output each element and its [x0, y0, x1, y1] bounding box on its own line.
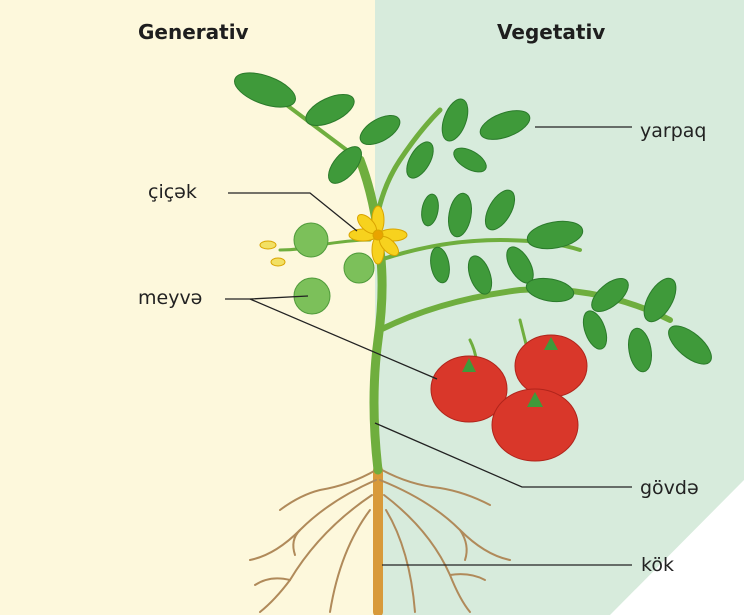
label-stem: gövdə	[640, 479, 699, 498]
label-fruit: meyvə	[138, 289, 202, 308]
roots	[250, 470, 510, 612]
label-leaf: yarpaq	[640, 122, 706, 141]
header-vegetative: Vegetativ	[497, 20, 605, 44]
label-flower: çiçək	[148, 183, 197, 202]
corner-decoration	[610, 480, 744, 615]
leaves	[230, 66, 717, 374]
header-generative: Generativ	[138, 20, 249, 44]
red-tomatoes	[431, 335, 587, 461]
label-root: kök	[641, 556, 674, 575]
